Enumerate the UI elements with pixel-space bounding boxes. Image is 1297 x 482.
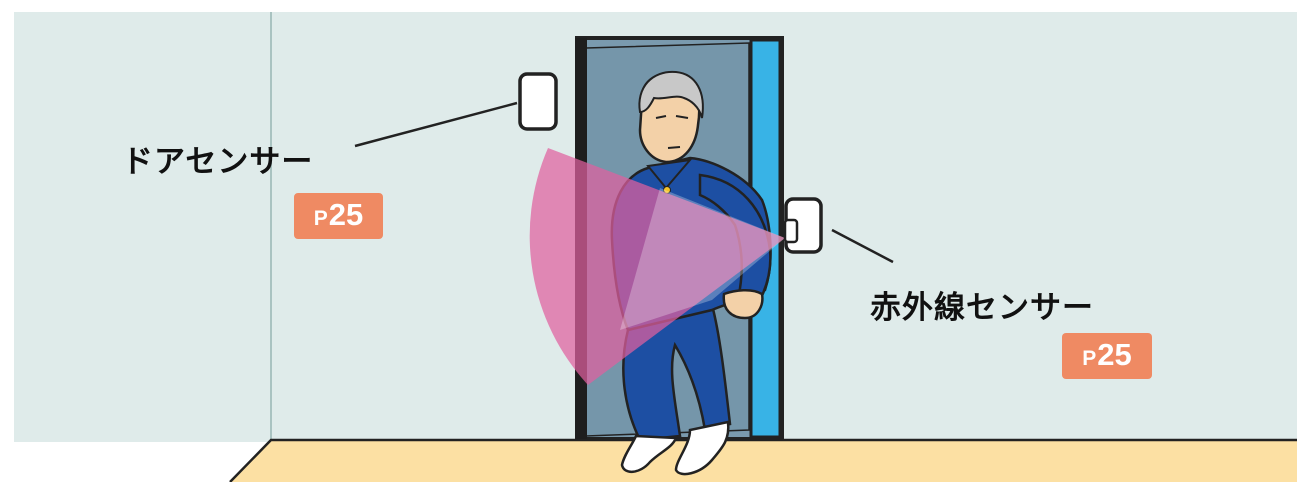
door-sensor-label: ドアセンサー	[122, 136, 313, 181]
infrared-sensor-lens	[785, 220, 797, 242]
infrared-sensor-page-badge[interactable]: P 25	[1062, 333, 1152, 379]
infrared-sensor-label: 赤外線センサー	[870, 282, 1094, 327]
person-hand	[724, 290, 763, 318]
floor	[230, 440, 1297, 482]
infrared-sensor-page-prefix: P	[1082, 347, 1096, 371]
door-sensor-device	[520, 74, 556, 129]
door-sensor-page-prefix: P	[314, 207, 328, 231]
door-sensor-page-number: 25	[329, 197, 363, 233]
door-sensor-page-badge[interactable]: P 25	[294, 193, 383, 239]
person-mouth	[668, 147, 680, 148]
infrared-sensor-page-number: 25	[1097, 337, 1131, 373]
